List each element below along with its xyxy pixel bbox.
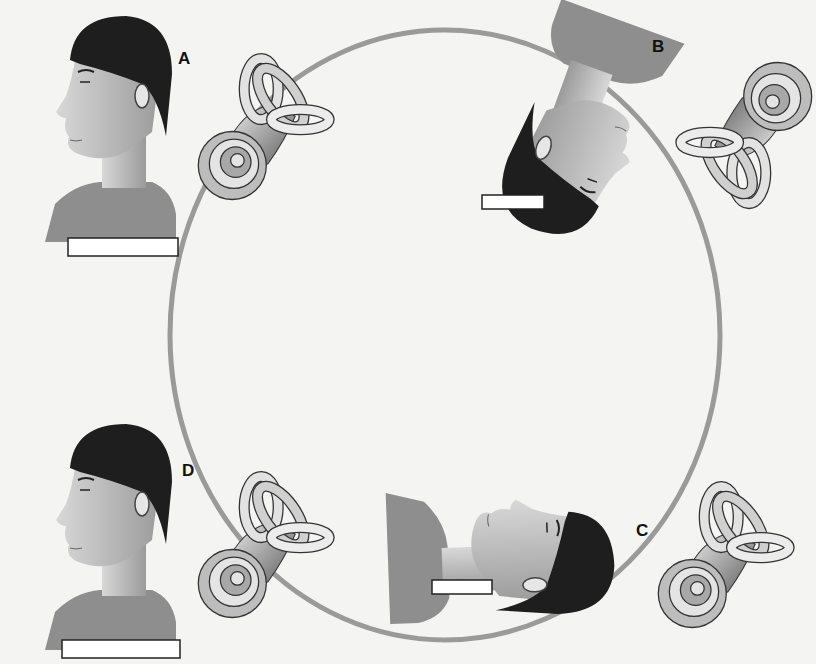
inner-ear — [658, 486, 789, 627]
head-figure — [386, 485, 616, 624]
position-letter: C — [636, 522, 648, 539]
head-figure — [484, 0, 684, 256]
position-letter: D — [182, 462, 194, 479]
inner-ear — [681, 62, 812, 203]
inner-ear — [198, 476, 329, 617]
head-figure — [45, 424, 176, 650]
path-circle — [170, 30, 720, 640]
head-figure — [45, 16, 176, 242]
position-letter: A — [178, 50, 190, 67]
inner-ear — [198, 58, 329, 199]
position-letter: B — [652, 38, 664, 55]
